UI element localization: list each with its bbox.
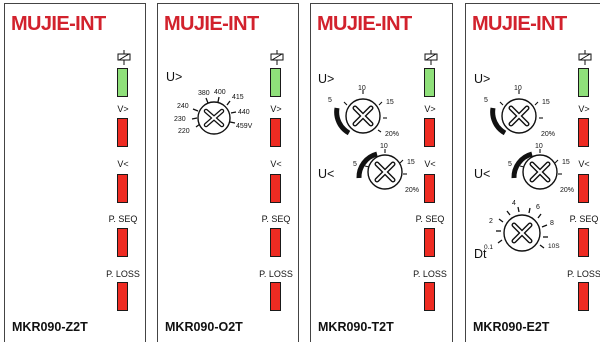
relay-panel-o2t: MUJIE-INT U> 220 230 240 380 400 415 440…: [157, 3, 299, 342]
overvoltage-setting-dial[interactable]: 5 10 15 20%: [325, 84, 407, 140]
undervoltage-led: [117, 174, 128, 203]
scale-label: 15: [407, 159, 415, 166]
phase-loss-label: P. LOSS: [413, 269, 447, 279]
overvoltage-setting-dial[interactable]: 5 10 15 20%: [481, 84, 563, 140]
phase-sequence-label: P. SEQ: [261, 214, 291, 224]
relay-status-led: [270, 68, 281, 97]
relay-coil-icon: [270, 50, 284, 65]
delay-dial-label: Dt: [474, 247, 487, 261]
undervoltage-setting-dial[interactable]: 5 10 15 20%: [502, 142, 582, 198]
phase-sequence-label: P. SEQ: [415, 214, 445, 224]
voltage-dial-label: U>: [166, 70, 183, 84]
scale-label: 400: [214, 89, 226, 96]
scale-label: 20%: [385, 131, 399, 138]
relay-panel-t2t: MUJIE-INT U> 5 10 15 20% U< 5 10 1: [310, 3, 453, 342]
model-name: MKR090-O2T: [165, 320, 243, 334]
phase-loss-led: [117, 282, 128, 311]
relay-status-led: [117, 68, 128, 97]
phase-sequence-label: P. SEQ: [108, 214, 138, 224]
scale-label: 6: [536, 204, 540, 211]
overvoltage-label: V>: [117, 104, 129, 114]
phase-loss-label: P. LOSS: [567, 269, 600, 279]
undervoltage-label: V<: [578, 159, 590, 169]
phase-loss-label: P. LOSS: [259, 269, 293, 279]
scale-label: 5: [484, 97, 488, 104]
scale-label: 20%: [541, 131, 555, 138]
model-name: MKR090-E2T: [473, 320, 550, 334]
undervoltage-led: [270, 174, 281, 203]
phase-sequence-led: [270, 228, 281, 257]
undervoltage-led: [424, 174, 435, 203]
brand-logo: MUJIE-INT: [317, 13, 412, 35]
relay-status-led: [578, 68, 589, 97]
phase-loss-led: [578, 282, 589, 311]
undervoltage-label: V<: [270, 159, 282, 169]
scale-label: 5: [508, 161, 512, 168]
scale-label: 15: [562, 159, 570, 166]
brand-logo: MUJIE-INT: [472, 13, 567, 35]
phase-loss-led: [424, 282, 435, 311]
scale-label: 380: [198, 90, 210, 97]
relay-status-led: [424, 68, 435, 97]
undervoltage-dial-label: U<: [474, 167, 491, 181]
relay-coil-icon: [117, 50, 131, 65]
scale-label: 15: [542, 99, 550, 106]
scale-label: 8: [550, 220, 554, 227]
scale-label: 10: [358, 85, 366, 92]
scale-label: 4: [512, 200, 516, 207]
overvoltage-led: [117, 118, 128, 147]
overvoltage-label: V>: [270, 104, 282, 114]
undervoltage-dial-label: U<: [318, 167, 335, 181]
undervoltage-setting-dial[interactable]: 5 10 15 20%: [347, 142, 427, 198]
brand-logo: MUJIE-INT: [164, 13, 259, 35]
voltage-setting-dial[interactable]: 220 230 240 380 400 415 440 459V: [170, 80, 260, 142]
brand-logo: MUJIE-INT: [11, 13, 106, 35]
scale-label: 10: [380, 143, 388, 150]
overvoltage-dial-label: U>: [318, 72, 335, 86]
scale-label: 10S: [548, 243, 560, 250]
overvoltage-led: [424, 118, 435, 147]
undervoltage-label: V<: [424, 159, 436, 169]
model-name: MKR090-Z2T: [12, 320, 88, 334]
overvoltage-led: [578, 118, 589, 147]
scale-label: 20%: [560, 187, 574, 194]
phase-loss-led: [270, 282, 281, 311]
scale-label: 459V: [236, 123, 253, 130]
overvoltage-dial-label: U>: [474, 72, 491, 86]
relay-panel-e2t: MUJIE-INT U> 5 10 15 20% U< 5 10 15 2: [465, 3, 600, 342]
scale-label: 10: [535, 143, 543, 150]
scale-label: 20%: [405, 187, 419, 194]
phase-sequence-led: [424, 228, 435, 257]
scale-label: 230: [174, 116, 186, 123]
scale-label: 440: [238, 109, 250, 116]
undervoltage-led: [578, 174, 589, 203]
overvoltage-label: V>: [424, 104, 436, 114]
scale-label: 0.1: [484, 244, 493, 251]
overvoltage-label: V>: [578, 104, 590, 114]
relay-coil-icon: [578, 50, 592, 65]
relay-panel-z2t: MUJIE-INT V> V< P. SEQ P. LOSS MKR090-Z2…: [4, 3, 146, 342]
scale-label: 5: [328, 97, 332, 104]
scale-label: 415: [232, 94, 244, 101]
scale-label: 15: [386, 99, 394, 106]
scale-label: 2: [489, 218, 493, 225]
scale-label: 10: [514, 85, 522, 92]
scale-label: 5: [353, 161, 357, 168]
delay-setting-dial[interactable]: 0.1 2 4 6 8 10S: [480, 197, 568, 259]
overvoltage-led: [270, 118, 281, 147]
relay-coil-icon: [424, 50, 438, 65]
undervoltage-label: V<: [117, 159, 129, 169]
phase-sequence-led: [117, 228, 128, 257]
model-name: MKR090-T2T: [318, 320, 394, 334]
scale-label: 220: [178, 128, 190, 135]
scale-label: 240: [177, 103, 189, 110]
phase-loss-label: P. LOSS: [106, 269, 140, 279]
phase-sequence-label: P. SEQ: [569, 214, 599, 224]
phase-sequence-led: [578, 228, 589, 257]
